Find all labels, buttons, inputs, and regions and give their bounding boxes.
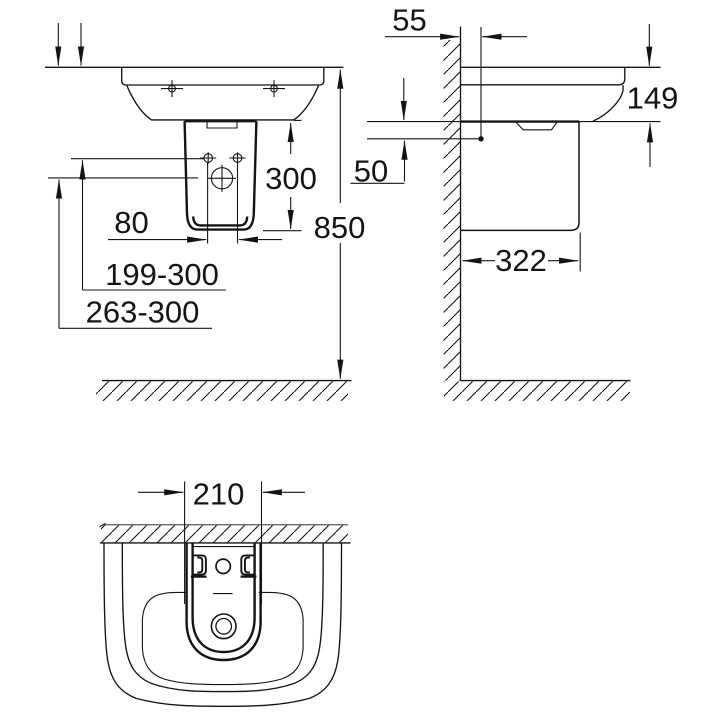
- front-view: 80 199-300 263-300 300 850: [45, 23, 365, 401]
- floor-hatch-front: [96, 381, 348, 401]
- basin-outer-outline-bottom: [103, 543, 343, 707]
- dim-outlet-offset: 50: [350, 78, 408, 189]
- floor-hatch-side: [444, 381, 630, 401]
- dim-label-300: 300: [265, 161, 317, 196]
- dim-overall-height: 850: [314, 69, 366, 380]
- fixing-hole-left: [200, 152, 217, 164]
- basin-underside-front: [126, 85, 320, 121]
- wall-band-hatch: [101, 525, 348, 543]
- bowl-inner-outline-left: [141, 591, 223, 686]
- drain-hole-front: [208, 164, 236, 192]
- fixing-bracket-left: [190, 554, 207, 578]
- wall-hatch: [443, 40, 460, 381]
- dim-label-50: 50: [354, 154, 388, 189]
- drain-hole-inner-bottom: [215, 617, 233, 635]
- fixing-bracket-right: [240, 554, 257, 578]
- bowl-inner-outline-right: [222, 591, 304, 686]
- dim-depth: 322: [462, 232, 581, 278]
- dim-label-199-300: 199-300: [105, 257, 219, 292]
- dim-label-55: 55: [392, 3, 426, 38]
- dim-label-80: 80: [114, 205, 148, 240]
- dim-hole-spacing: 80: [108, 205, 282, 243]
- basin-underside-side: [592, 85, 624, 122]
- basin-rim-side: [460, 67, 626, 86]
- tap-hole-marker-left: [161, 80, 183, 98]
- dim-range-lower: 263-300: [48, 177, 212, 330]
- pedestal-inner-bottom: [192, 216, 249, 227]
- dim-label-210: 210: [193, 477, 245, 512]
- wall-band-start-dash: [99, 522, 106, 528]
- tap-hole-marker-right: [263, 80, 285, 98]
- dim-wall-offset: 55: [385, 3, 527, 40]
- dim-rim-to-bottom: 149: [627, 24, 679, 167]
- dim-label-850: 850: [314, 210, 366, 245]
- pedestal-handle-notch: [206, 121, 238, 129]
- pedestal-inner-u: [191, 543, 256, 654]
- dim-label-263-300: 263-300: [86, 295, 200, 330]
- basin-mid-outline-bottom: [121, 543, 324, 693]
- dim-label-149: 149: [627, 81, 679, 116]
- dim-label-322: 322: [495, 243, 547, 278]
- supply-point-dot: [478, 136, 484, 142]
- drain-hole-outer-bottom: [210, 613, 237, 640]
- dim-pedestal-height: 300: [263, 119, 317, 232]
- overflow-hole-bottom: [215, 558, 232, 575]
- dim-range-upper: 199-300: [71, 158, 226, 292]
- bottom-view: 210: [99, 477, 351, 707]
- cover-notch-side: [515, 121, 558, 131]
- pedestal-outline: [183, 121, 258, 231]
- pedestal-outer-u: [185, 543, 262, 662]
- cover-outline-side: [460, 121, 580, 232]
- basin-rim-front: [121, 68, 325, 86]
- fixing-hole-right: [229, 152, 246, 164]
- side-view: 55 149 50 322: [350, 3, 679, 401]
